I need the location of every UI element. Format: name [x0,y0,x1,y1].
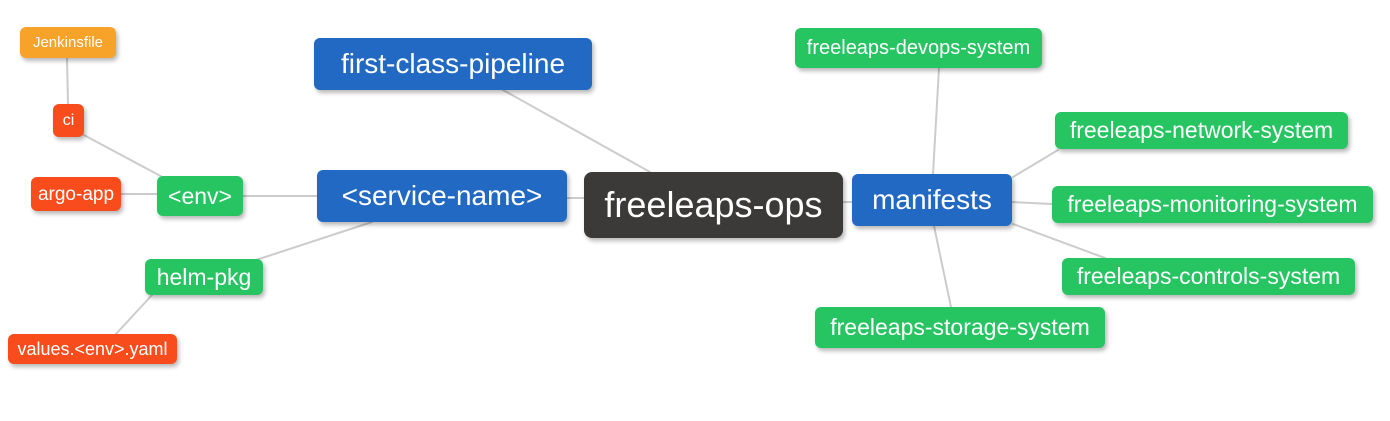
node-freeleaps-monitoring-system[interactable]: freeleaps-monitoring-system [1052,186,1373,223]
edge-manifests-freeleaps-network-system [1012,149,1059,178]
edge-ci-jenkinsfile [66,57,69,105]
edge-env-ci [81,133,169,181]
node-jenkinsfile[interactable]: Jenkinsfile [20,27,116,58]
node-first-class-pipeline[interactable]: first-class-pipeline [314,38,592,90]
edge-manifests-freeleaps-devops-system [932,67,940,175]
edge-manifests-freeleaps-controls-system [1012,223,1106,259]
edge-helm-pkg-values-env-yaml [115,294,153,335]
edge-manifests-freeleaps-monitoring-system [1011,201,1053,205]
node-freeleaps-ops-root[interactable]: freeleaps-ops [584,172,843,238]
node-manifests[interactable]: manifests [852,174,1012,226]
edge-service-name-helm-pkg [255,221,373,261]
node-argo-app[interactable]: argo-app [31,177,121,211]
edge-manifests-freeleaps-storage-system [933,225,952,308]
node-freeleaps-storage-system[interactable]: freeleaps-storage-system [815,307,1105,348]
node-env[interactable]: <env> [157,176,243,216]
node-service-name[interactable]: <service-name> [317,170,567,222]
node-ci[interactable]: ci [53,104,84,137]
node-freeleaps-network-system[interactable]: freeleaps-network-system [1055,112,1348,149]
node-freeleaps-controls-system[interactable]: freeleaps-controls-system [1062,258,1355,295]
node-freeleaps-devops-system[interactable]: freeleaps-devops-system [795,28,1042,68]
node-helm-pkg[interactable]: helm-pkg [145,259,263,295]
edge-freeleaps-ops-first-class-pipeline [502,89,651,173]
node-values-env-yaml[interactable]: values.<env>.yaml [8,334,177,364]
